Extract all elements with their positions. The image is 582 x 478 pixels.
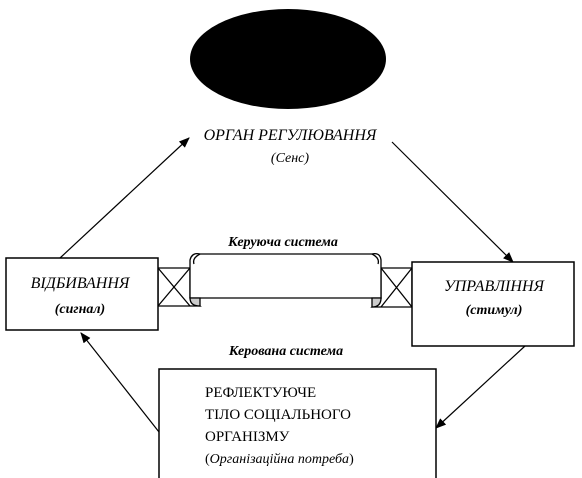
- management-title: УПРАВЛІННЯ: [444, 278, 546, 295]
- controlled-system-label: Керована система: [228, 344, 343, 359]
- arrow-management-to-body: [435, 345, 526, 429]
- management-subtitle: (стимул): [466, 303, 523, 318]
- organ-subtitle: (Сенс): [271, 151, 309, 166]
- body-line-1: РЕФЛЕКТУЮЧЕ: [205, 385, 316, 401]
- body-line-2: ТІЛО СОЦІАЛЬНОГО: [205, 407, 351, 423]
- control-system-label: Керуюча система: [227, 235, 338, 250]
- body-line-4-open: (: [205, 452, 210, 467]
- body-line-4-close: ): [349, 452, 354, 467]
- organ-title: ОРГАН РЕГУЛЮВАННЯ: [204, 127, 378, 144]
- body-line-4-italic: Організаційна потреба: [210, 452, 349, 467]
- reflection-box: [5, 257, 159, 331]
- organ-ellipse: [190, 9, 386, 109]
- arrow-organ-to-management: [391, 141, 514, 263]
- body-line-3: ОРГАНІЗМУ: [205, 429, 290, 445]
- arrow-body-to-reflection: [80, 332, 160, 433]
- reflection-title: ВІДБИВАННЯ: [31, 275, 131, 292]
- body-box: [158, 368, 437, 478]
- arrow-reflection-to-organ: [59, 137, 190, 259]
- ribbon-banner: [157, 252, 413, 308]
- management-box: [411, 261, 575, 347]
- reflection-subtitle: (сигнал): [55, 302, 105, 317]
- body-line-4: (Організаційна потреба): [205, 452, 354, 467]
